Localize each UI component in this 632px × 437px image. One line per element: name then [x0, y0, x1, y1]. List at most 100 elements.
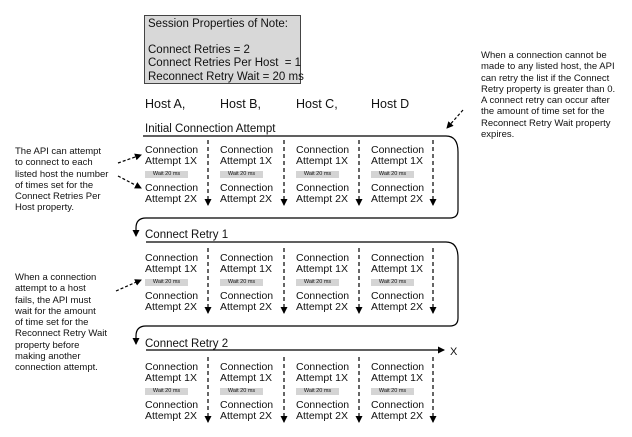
note-line: to connect to each	[15, 157, 93, 169]
wait-badge: Wait 20 ms	[371, 388, 414, 395]
wait-badge: Wait 20 ms	[145, 171, 188, 178]
note-line: When a connection	[15, 272, 97, 283]
attempt-label: Attempt 1X	[220, 372, 272, 384]
host-d-label: Host D	[371, 97, 410, 111]
note-line: fails, the API must	[15, 294, 92, 306]
wait-badge: Wait 20 ms	[371, 279, 414, 286]
note-line: Retry property is greater than 0.	[481, 83, 616, 95]
attempt-label: Connection	[145, 361, 199, 373]
attempt-label: Connection	[296, 290, 350, 302]
attempt-label: Connection	[371, 361, 425, 373]
attempt-label: Attempt 1X	[220, 155, 272, 167]
attempt-label: Attempt 2X	[145, 410, 197, 422]
attempt-label: Attempt 1X	[371, 372, 423, 384]
attempt-label: Connection	[145, 144, 199, 156]
wait-badge: Wait 20 ms	[296, 388, 339, 395]
attempt-label: Connection	[296, 252, 350, 264]
note-line: Connect Retries Per	[15, 191, 101, 203]
attempt-label: Connection	[220, 182, 274, 194]
note-line: connection attempt.	[15, 362, 98, 374]
attempt-label: Connection	[220, 290, 274, 302]
callout-arrow-right	[446, 109, 464, 129]
attempt-label: Attempt 2X	[145, 193, 197, 205]
wait-badge: Wait 20 ms	[145, 279, 188, 286]
property-connect-retries: Connect Retries = 2	[148, 43, 250, 56]
note-line: can retry the list if the Connect	[481, 72, 610, 84]
wait-badge: Wait 20 ms	[371, 171, 414, 178]
attempt-label: Attempt 2X	[371, 193, 423, 205]
note-line: wait for the amount	[15, 305, 96, 317]
note-line: The API can attempt	[15, 146, 102, 157]
attempt-label: Connection	[371, 252, 425, 264]
attempt-label: Connection	[220, 144, 274, 156]
attempt-label: Attempt 2X	[220, 193, 272, 205]
wait-badge: Wait 20 ms	[220, 279, 263, 286]
note-line: Host property.	[15, 202, 74, 214]
note-line: making another	[15, 351, 81, 363]
attempt-label: Connection	[371, 144, 425, 156]
section-connect-retry-2: Connect Retry 2	[145, 338, 229, 350]
flow-line-retry-1	[132, 241, 459, 345]
note-line: When a connection cannot be	[481, 50, 607, 61]
section-initial-attempt: Initial Connection Attempt	[145, 123, 276, 135]
property-reconnect-wait: Reconnect Retry Wait = 20 ms	[148, 70, 304, 83]
callout-arrow-left-1b	[117, 175, 142, 189]
attempt-label: Attempt 2X	[296, 301, 348, 313]
note-line: listed host the number	[15, 168, 109, 180]
attempt-label: Attempt 2X	[296, 410, 348, 422]
note-line: made to any listed host, the API	[481, 61, 615, 73]
note-line: of times set for the	[15, 179, 94, 191]
note-line: attempt to a host	[15, 283, 86, 295]
attempt-label: Attempt 1X	[145, 155, 197, 167]
callout-arrow-left-1a	[117, 153, 142, 164]
attempt-label: Attempt 1X	[296, 263, 348, 275]
wait-badge: Wait 20 ms	[145, 388, 188, 395]
attempt-label: Attempt 2X	[220, 301, 272, 313]
attempt-label: Attempt 2X	[371, 410, 423, 422]
flow-line-initial	[132, 135, 459, 237]
attempt-label: Connection	[220, 399, 274, 411]
note-line: Reconnect Retry Wait	[15, 328, 108, 340]
section-connect-retry-1: Connect Retry 1	[145, 229, 229, 241]
note-line: property before	[15, 339, 80, 351]
attempt-label: Connection	[145, 399, 199, 411]
attempt-label: Connection	[296, 361, 350, 373]
attempt-label: Connection	[220, 361, 274, 373]
attempt-label: Attempt 2X	[220, 410, 272, 422]
session-properties-box: Session Properties of Note: Connect Retr…	[144, 15, 304, 84]
attempt-label: Attempt 1X	[371, 263, 423, 275]
attempt-label: Attempt 1X	[220, 263, 272, 275]
attempt-label: Connection	[296, 144, 350, 156]
host-b-label: Host B,	[220, 97, 261, 111]
note-line: Reconnect Retry Wait property	[481, 117, 611, 129]
host-c-label: Host C,	[296, 97, 338, 111]
wait-badge: Wait 20 ms	[220, 388, 263, 395]
callout-arrow-left-2	[115, 279, 142, 292]
attempt-label: Attempt 2X	[371, 301, 423, 313]
attempt-label: Attempt 1X	[145, 372, 197, 384]
attempt-label: Connection	[296, 399, 350, 411]
attempt-label: Connection	[145, 182, 199, 194]
wait-badge: Wait 20 ms	[296, 171, 339, 178]
attempt-label: Connection	[371, 182, 425, 194]
note-line: of time set for the	[15, 317, 89, 329]
attempt-label: Connection	[145, 252, 199, 264]
attempt-label: Attempt 2X	[296, 193, 348, 205]
wait-badge: Wait 20 ms	[220, 171, 263, 178]
attempt-label: Connection	[220, 252, 274, 264]
attempt-label: Connection	[371, 290, 425, 302]
property-retries-per-host: Connect Retries Per Host = 1	[148, 57, 302, 69]
attempt-label: Connection	[296, 182, 350, 194]
attempt-label: Attempt 1X	[371, 155, 423, 167]
attempt-label: Connection	[371, 399, 425, 411]
attempt-label: Attempt 2X	[145, 301, 197, 313]
attempt-label: Attempt 1X	[145, 263, 197, 275]
attempt-label: Attempt 1X	[296, 155, 348, 167]
note-line: expires.	[481, 129, 515, 141]
host-a-label: Host A,	[145, 97, 186, 111]
end-marker: X	[450, 346, 458, 358]
